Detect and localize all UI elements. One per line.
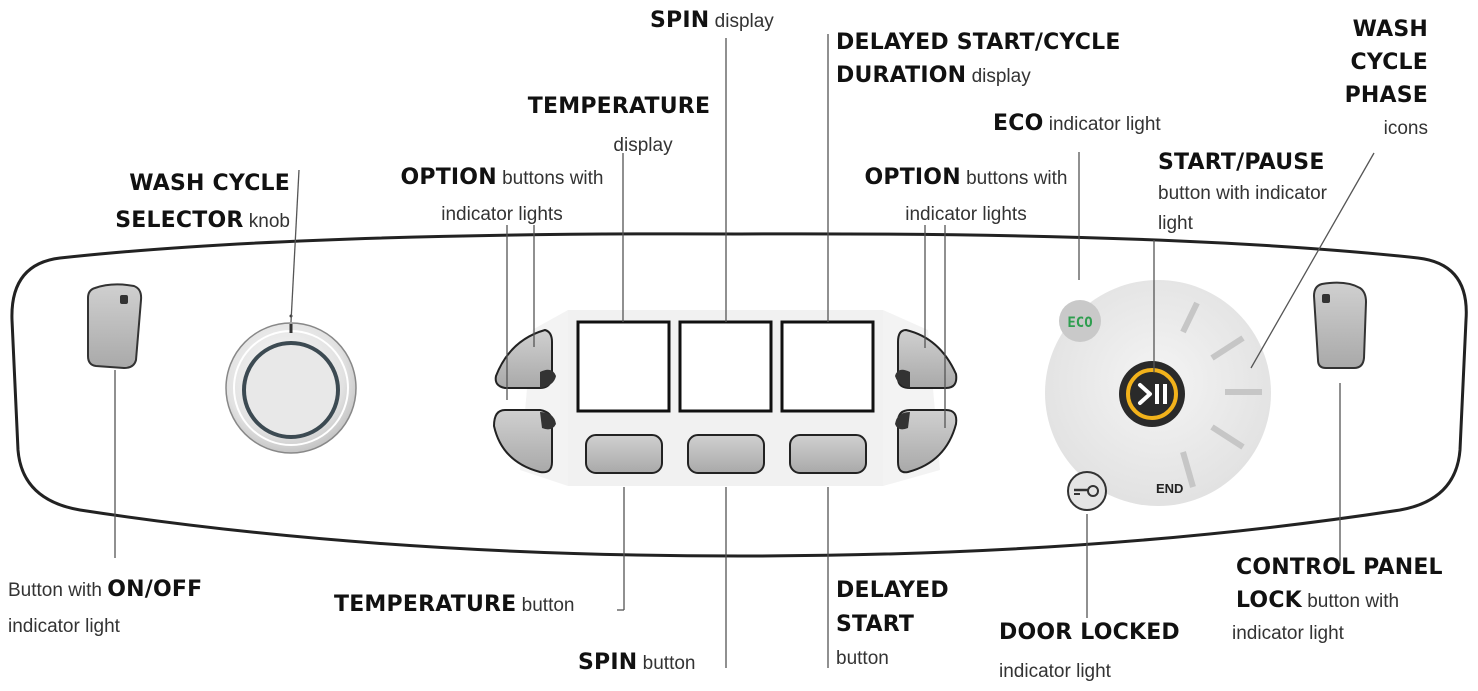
label-wash-phase: WASH CYCLE PHASE icons <box>1344 17 1428 139</box>
spin-button[interactable] <box>687 434 765 474</box>
label-option-right: OPTION buttons with indicator lights <box>864 165 1068 225</box>
end-label: END <box>1156 481 1183 496</box>
delayed-start-button[interactable] <box>789 434 867 474</box>
onoff-button[interactable] <box>87 283 143 370</box>
svg-text:ECO: ECO <box>1067 315 1092 331</box>
leader-lines <box>114 34 1375 668</box>
option-button-right-bottom[interactable] <box>895 409 958 474</box>
label-eco-light: ECO indicator light <box>993 111 1161 136</box>
label-spin-button: SPIN button <box>578 650 696 675</box>
option-button-right-top[interactable] <box>895 328 958 389</box>
label-start-pause: START/PAUSE button with indicator light <box>1158 150 1327 234</box>
control-panel-diagram: END ECO <box>10 34 1468 668</box>
wash-cycle-phase-icons <box>1180 301 1262 488</box>
control-lock-button[interactable] <box>1312 281 1368 369</box>
label-option-left: OPTION buttons with indicator lights <box>400 165 604 225</box>
label-control-panel-lock: CONTROL PANEL LOCK button with indicator… <box>1232 555 1443 644</box>
spin-display <box>678 320 773 413</box>
label-delayed-start-display-line1: DELAYED START/CYCLE <box>836 30 1121 55</box>
option-button-left-bottom[interactable] <box>492 409 556 474</box>
label-wash-cycle-selector: WASH CYCLE SELECTOR knob <box>115 171 290 233</box>
label-delayed-start-display-line2: DURATION display <box>836 63 1031 88</box>
label-door-locked: DOOR LOCKED indicator light <box>999 620 1180 682</box>
label-onoff: Button with ON/OFF indicator light <box>8 577 203 637</box>
label-temperature-button: TEMPERATURE button <box>334 592 575 617</box>
start-pause-button[interactable] <box>1119 361 1185 427</box>
eco-indicator-light: ECO <box>1059 300 1101 342</box>
label-delayed-start-button: DELAYED START button <box>836 578 949 669</box>
door-locked-indicator-light <box>1067 471 1107 511</box>
delayed-start-display <box>780 320 875 413</box>
temperature-button[interactable] <box>585 434 663 474</box>
label-spin-display: SPIN display <box>650 8 774 33</box>
label-temperature-display: TEMPERATURE display <box>527 94 711 156</box>
wash-cycle-selector-knob[interactable] <box>225 314 357 454</box>
temperature-display <box>576 320 671 413</box>
